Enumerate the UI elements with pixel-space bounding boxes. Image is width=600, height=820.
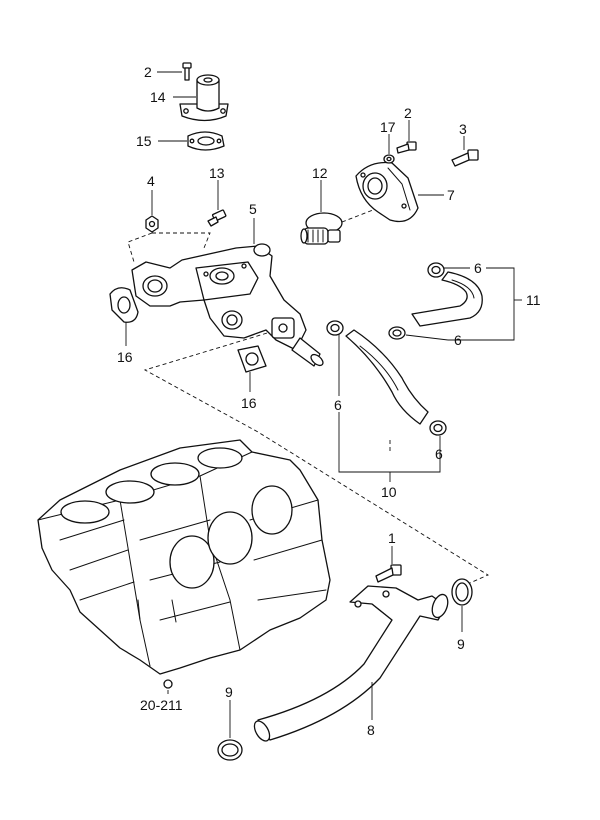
label-9-right: 9	[457, 636, 465, 652]
label-6-d: 6	[435, 446, 443, 462]
hose-clamp-a	[427, 262, 445, 278]
engine-block	[37, 439, 331, 689]
label-2-top: 2	[144, 64, 152, 80]
label-17: 17	[380, 119, 396, 135]
label-1: 1	[388, 530, 396, 546]
water-pipe-part-8	[253, 585, 449, 742]
bolt-part-1	[375, 564, 402, 583]
water-outlet-part-14	[179, 74, 229, 122]
bolt-part-13	[207, 209, 227, 227]
label-14: 14	[150, 89, 166, 105]
assembly-dashed-lines	[127, 209, 489, 587]
thermostat-housing-part-7	[355, 161, 419, 223]
label-6-a: 6	[474, 260, 482, 276]
gasket-part-16-center	[237, 345, 267, 373]
label-5: 5	[249, 201, 257, 217]
label-10: 10	[381, 484, 397, 500]
label-8: 8	[367, 722, 375, 738]
label-16-center: 16	[241, 395, 257, 411]
label-2-right: 2	[404, 105, 412, 121]
gasket-part-15	[187, 131, 225, 151]
hose-part-11	[411, 271, 483, 327]
hose-part-10	[345, 329, 429, 425]
washer-part-17	[383, 154, 395, 164]
water-manifold-part-5	[131, 243, 324, 367]
label-4: 4	[147, 173, 155, 189]
bolt-part-3	[451, 149, 479, 167]
hose-clamp-d	[429, 420, 447, 436]
bolt-part-2-right	[396, 141, 417, 154]
label-13: 13	[209, 165, 225, 181]
nut-part-4	[145, 215, 159, 233]
hose-clamp-c	[326, 320, 344, 336]
label-11: 11	[526, 292, 541, 308]
label-12: 12	[312, 165, 328, 181]
thermostat-part-12	[300, 212, 343, 245]
callout-labels: 2 14 15 4 13 5 12 17 2 3 7 6 11 6 16 16 …	[117, 64, 541, 738]
label-3: 3	[459, 121, 467, 137]
gasket-part-16-left	[109, 287, 139, 323]
leader-lines	[125, 71, 522, 738]
label-16-left: 16	[117, 349, 133, 365]
label-15: 15	[136, 133, 152, 149]
label-6-b: 6	[454, 332, 462, 348]
o-ring-part-9-left	[217, 739, 243, 761]
bolt-part-2-top	[182, 62, 192, 81]
hose-clamp-b	[388, 326, 406, 340]
label-20-211: 20-211	[140, 697, 183, 713]
o-ring-part-9-right	[451, 578, 473, 606]
label-7: 7	[447, 187, 455, 203]
label-9-left: 9	[225, 684, 233, 700]
label-6-c: 6	[334, 397, 342, 413]
